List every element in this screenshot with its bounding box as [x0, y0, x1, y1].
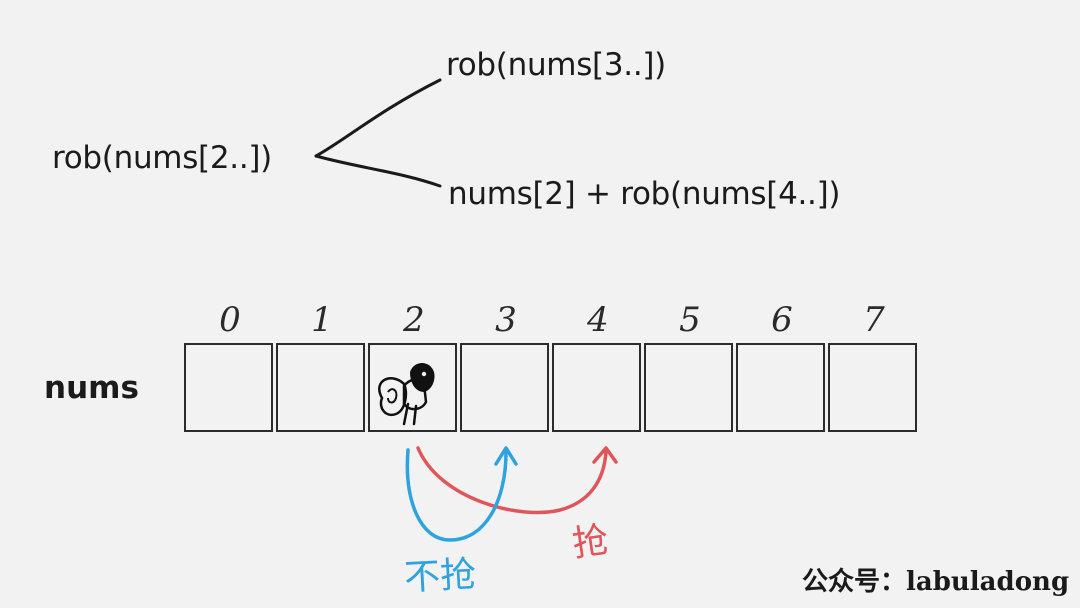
array-cell: [368, 343, 457, 432]
array-index: 4: [587, 300, 609, 340]
array-cell: [184, 343, 273, 432]
array-cell: [644, 343, 733, 432]
array-index: 5: [679, 300, 701, 340]
watermark: 公众号：labuladong: [802, 567, 1070, 597]
rob-branch-text: nums[2] + rob(nums[4..]): [448, 176, 841, 212]
skip-arrow-head: [494, 446, 518, 466]
array-label: nums: [44, 370, 139, 406]
rob-arrow-head: [592, 446, 618, 464]
skip-branch-text: rob(nums[3..]): [446, 47, 666, 83]
array-cell: [828, 343, 917, 432]
array-cell: [460, 343, 549, 432]
array-cell: [552, 343, 641, 432]
array-index: 2: [403, 300, 425, 340]
array-cell: [276, 343, 365, 432]
root-call-text: rob(nums[2..]): [52, 140, 272, 176]
array-index: 1: [311, 300, 333, 340]
upper-branch-line: [314, 78, 442, 158]
array-cell: [736, 343, 825, 432]
rob-arrow: [416, 446, 608, 515]
array-index: 7: [863, 300, 885, 340]
rob-choice-label: 抢: [569, 519, 612, 566]
array-index: 3: [495, 300, 517, 340]
array-index: 0: [219, 300, 241, 340]
lower-branch-line: [314, 154, 442, 188]
skip-arrow: [405, 448, 508, 542]
array-index: 6: [771, 300, 793, 340]
skip-choice-label: 不抢: [403, 554, 478, 599]
